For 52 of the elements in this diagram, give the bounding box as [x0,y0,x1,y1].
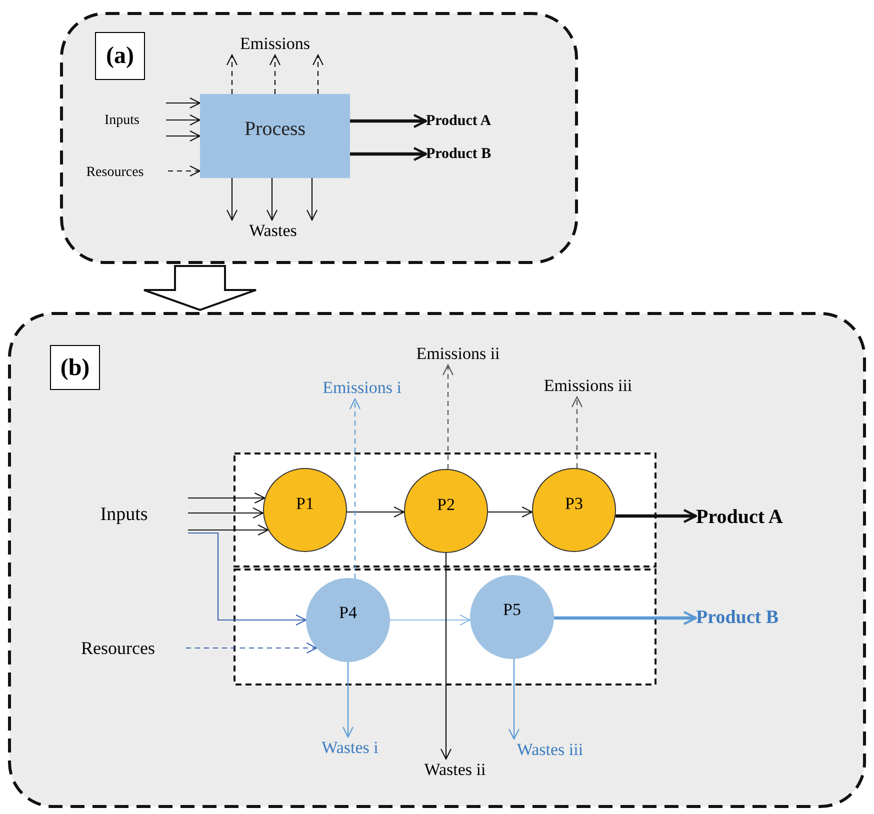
dashed-arrow [168,165,201,177]
product-label: Product B [696,604,830,632]
waste-label: Wastes ii [395,759,515,781]
emission-label: Emissions ii [395,343,521,365]
dashed-arrow [349,398,361,579]
dashed-arrow [312,54,324,94]
panel-label: (b) [50,345,100,390]
dashed-arrow [571,396,583,468]
arrow [440,553,452,760]
arrow [346,506,405,518]
arrow [390,614,471,626]
arrow [554,610,698,626]
arrow [508,658,520,740]
block-arrow [143,265,257,312]
arrow [188,492,266,504]
arrow [166,130,201,142]
arrow [306,178,318,221]
dashed-group-box [233,452,657,568]
arrow [188,532,307,626]
arrow [266,178,278,221]
arrow [616,508,698,524]
dashed-panel [60,12,578,264]
dashed-group-box [233,568,657,686]
input-label: Inputs [78,100,166,140]
arrow [166,97,201,109]
panel-label: (a) [95,32,145,80]
product-label: Product B [426,143,526,165]
waste-label: Wastes [230,220,316,242]
dashed-panel [8,312,866,808]
arrow [350,146,428,162]
arrow [166,114,201,126]
arrow [226,178,238,221]
waste-label: Wastes iii [495,739,605,761]
process-box: Process [200,94,350,178]
arrow [188,507,264,519]
resource-label: Resources [62,160,168,184]
input-label: Inputs [60,494,188,536]
emission-label: Emissions [225,33,325,55]
dashed-arrow [186,642,318,654]
arrow [188,524,269,536]
arrow [350,114,428,128]
product-label: Product A [426,110,526,132]
dashed-arrow [442,364,454,470]
resource-label: Resources [50,636,186,660]
emission-label: Emissions iii [525,375,651,397]
arrow [488,506,533,518]
emission-label: Emissions i [300,377,424,399]
arrow [342,662,354,738]
dashed-arrow [226,54,238,94]
dashed-arrow [269,54,281,94]
product-label: Product A [696,503,830,531]
waste-label: Wastes i [295,737,405,759]
